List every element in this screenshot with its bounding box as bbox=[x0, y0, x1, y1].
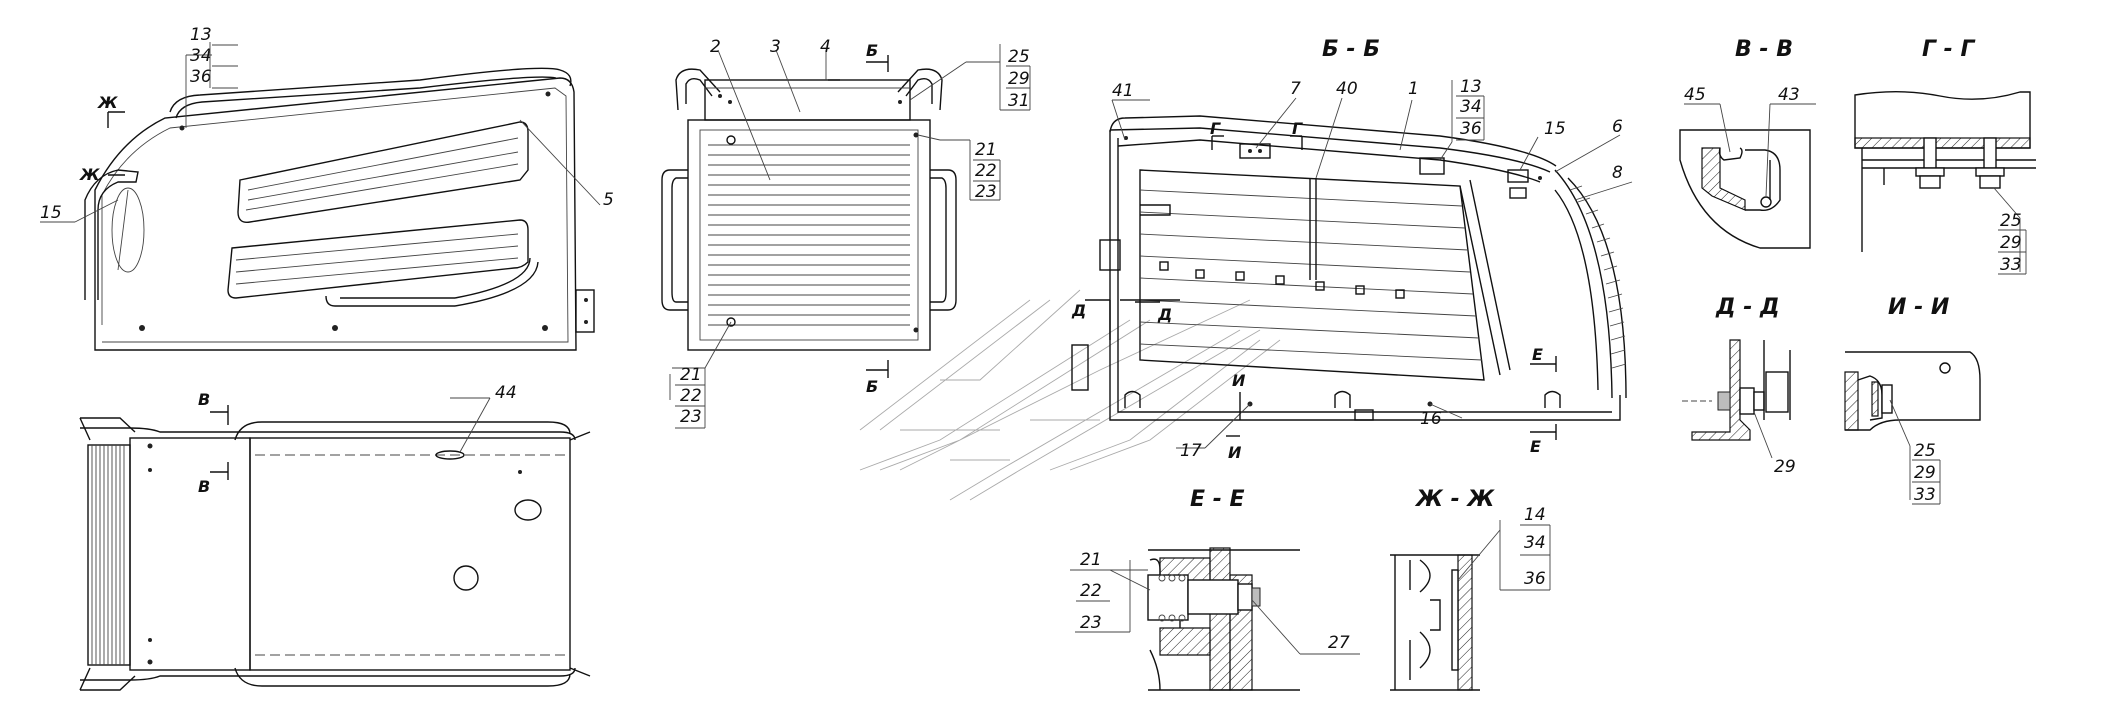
front-callout-3: 3 bbox=[770, 37, 781, 57]
section-ee-drawing bbox=[1070, 547, 1360, 691]
front-callout-21-top: 21 bbox=[975, 140, 997, 160]
bb-callout-8: 8 bbox=[1612, 163, 1623, 183]
bb-cut-e-bottom: Е bbox=[1530, 437, 1541, 456]
section-bb-title: Б - Б bbox=[1322, 37, 1380, 62]
section-gg-title: Г - Г bbox=[1922, 37, 1975, 62]
side-callout-36: 36 bbox=[190, 67, 212, 87]
side-callout-13: 13 bbox=[190, 25, 212, 45]
front-callout-22-top: 22 bbox=[975, 161, 997, 181]
front-callout-31: 31 bbox=[1008, 91, 1030, 111]
bb-cut-i-top: И bbox=[1232, 371, 1246, 390]
gg-callout-29: 29 bbox=[2000, 233, 2022, 253]
zhzh-callout-14: 14 bbox=[1524, 505, 1546, 525]
front-callout-23-bottom: 23 bbox=[680, 407, 702, 427]
section-vv-title: В - В bbox=[1735, 37, 1793, 62]
section-ii-title: И - И bbox=[1888, 295, 1949, 320]
side-cut-mark-top: Ж bbox=[97, 93, 118, 112]
bb-callout-34: 34 bbox=[1460, 97, 1482, 117]
stack-underlines bbox=[212, 44, 2027, 633]
bb-callout-7: 7 bbox=[1290, 79, 1301, 99]
bb-callout-13: 13 bbox=[1460, 77, 1482, 97]
front-cut-mark-top: Б bbox=[866, 41, 878, 60]
bb-cut-g-left: Г bbox=[1210, 119, 1221, 138]
section-zhzh-title: Ж - Ж bbox=[1414, 487, 1495, 512]
bb-callout-36: 36 bbox=[1460, 119, 1482, 139]
top-view bbox=[79, 397, 591, 691]
section-dd-drawing bbox=[1682, 339, 1791, 459]
top-cut-mark-upper: В bbox=[198, 390, 210, 409]
gg-callout-25: 25 bbox=[2000, 211, 2022, 231]
side-callout-15: 15 bbox=[40, 203, 62, 223]
side-view bbox=[40, 54, 601, 351]
top-cut-mark-lower: В bbox=[198, 477, 210, 496]
section-bb-drawing bbox=[859, 80, 1633, 501]
vv-callout-43: 43 bbox=[1778, 85, 1800, 105]
ii-callout-33: 33 bbox=[1914, 485, 1936, 505]
section-vv-drawing bbox=[1679, 103, 1816, 249]
front-callout-22-bottom: 22 bbox=[680, 386, 702, 406]
bb-callout-15: 15 bbox=[1544, 119, 1566, 139]
front-callout-25: 25 bbox=[1008, 47, 1030, 67]
section-gg-drawing bbox=[1854, 91, 2036, 272]
bb-cut-e-top: Е bbox=[1532, 345, 1543, 364]
bb-callout-1: 1 bbox=[1408, 79, 1419, 99]
front-callout-21-bottom: 21 bbox=[680, 365, 702, 385]
ee-callout-21: 21 bbox=[1080, 550, 1102, 570]
section-zhzh-drawing bbox=[1390, 520, 1540, 691]
front-view bbox=[661, 49, 1000, 400]
zhzh-callout-34: 34 bbox=[1524, 533, 1546, 553]
gg-callout-33: 33 bbox=[2000, 255, 2022, 275]
section-dd-title: Д - Д bbox=[1715, 295, 1780, 320]
front-callout-4: 4 bbox=[820, 37, 831, 57]
bb-cut-i-bottom: И bbox=[1228, 443, 1242, 462]
dd-callout-29: 29 bbox=[1774, 457, 1796, 477]
ee-callout-22: 22 bbox=[1080, 581, 1102, 601]
front-cut-mark-bottom: Б bbox=[866, 377, 878, 396]
bb-callout-40: 40 bbox=[1336, 79, 1358, 99]
zhzh-callout-36: 36 bbox=[1524, 569, 1546, 589]
ee-callout-27: 27 bbox=[1328, 633, 1350, 653]
bb-callout-41: 41 bbox=[1112, 81, 1134, 101]
side-callout-5: 5 bbox=[603, 190, 614, 210]
ii-callout-25: 25 bbox=[1914, 441, 1936, 461]
bb-cut-g-right: Г bbox=[1292, 119, 1303, 138]
bb-callout-6: 6 bbox=[1612, 117, 1623, 137]
bb-cut-d-right: Д bbox=[1157, 305, 1172, 324]
section-ii-drawing bbox=[1844, 351, 1981, 500]
front-callout-29: 29 bbox=[1008, 69, 1030, 89]
side-cut-mark-bottom: Ж bbox=[79, 165, 100, 184]
front-callout-23-top: 23 bbox=[975, 182, 997, 202]
side-callout-34: 34 bbox=[190, 46, 212, 66]
bb-callout-17: 17 bbox=[1180, 441, 1202, 461]
bb-cut-d-left: Д bbox=[1071, 301, 1086, 320]
front-callout-2: 2 bbox=[710, 37, 721, 57]
vv-callout-45: 45 bbox=[1684, 85, 1706, 105]
section-ee-title: Е - Е bbox=[1190, 487, 1245, 512]
top-callout-44: 44 bbox=[495, 383, 517, 403]
ee-callout-23: 23 bbox=[1080, 613, 1102, 633]
bb-callout-16: 16 bbox=[1420, 409, 1442, 429]
ii-callout-29: 29 bbox=[1914, 463, 1936, 483]
callout-boxes bbox=[209, 42, 1030, 429]
